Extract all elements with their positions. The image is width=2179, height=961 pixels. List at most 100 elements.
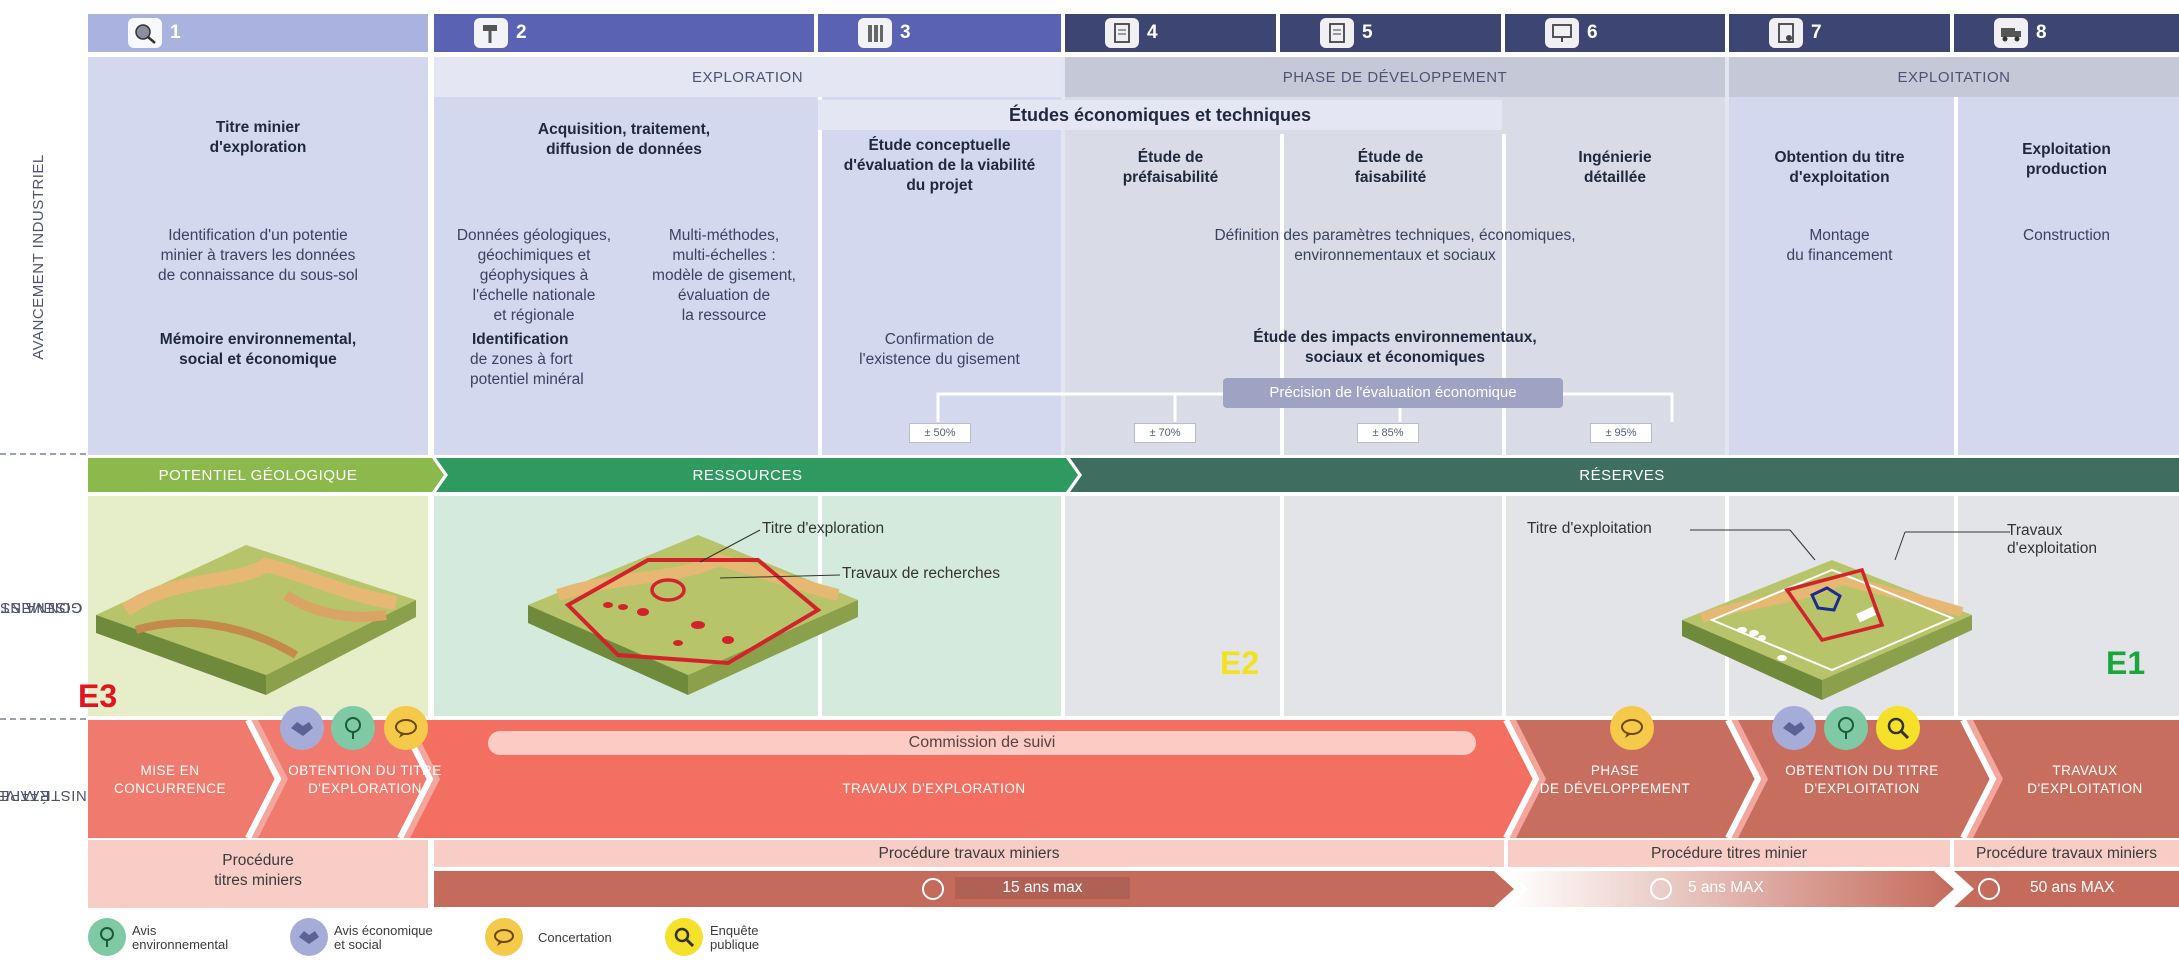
impacts-text: Étude des impacts environnementaux,socia… <box>1253 329 1537 366</box>
tree-icon <box>1824 706 1868 750</box>
band-potentiel: POTENTIEL GÉOLOGIQUE <box>158 466 358 484</box>
procedure-travaux-miniers-2: Procédure travaux miniers <box>1954 840 2179 867</box>
divider <box>1280 496 1284 716</box>
magnifier-rock-icon <box>128 18 162 48</box>
marker-e2: E2 <box>1220 645 1260 681</box>
stopwatch-icon <box>922 878 944 900</box>
hammer-icon <box>474 18 508 48</box>
map-label-travaux-recherches: Travaux de recherches <box>842 565 1000 582</box>
precision-label: Précision de l'évaluation économique <box>1223 378 1563 408</box>
divider <box>0 718 86 720</box>
leader-lines <box>1690 529 2010 561</box>
procedure-travaux-miniers: Procédure travaux miniers <box>434 840 1504 867</box>
step-2: 2 <box>434 14 814 52</box>
duration-exploitation: 50 ans MAX <box>2030 879 2115 896</box>
speech-bubble-icon <box>384 706 428 750</box>
percent-badge: ± 50% <box>909 423 971 443</box>
marker-e3: E3 <box>78 678 118 714</box>
magnifier-icon <box>665 918 703 956</box>
stopwatch-icon <box>1650 878 1672 900</box>
divider <box>1954 97 1958 455</box>
stopwatch-icon <box>1978 878 2000 900</box>
step-6: 6 <box>1505 14 1725 52</box>
truck-icon <box>1994 18 2028 48</box>
side-label-etapes: ÉTAPESADMINISTRATIVES <box>0 787 126 804</box>
percent-badge: ± 70% <box>1134 423 1196 443</box>
tree-icon <box>331 706 375 750</box>
legend-concertation: Concertation <box>538 930 612 945</box>
duration-arrows <box>434 871 2179 907</box>
band-ressources: RESSOURCES <box>692 466 803 484</box>
step-7: 7 <box>1729 14 1950 52</box>
divider <box>1502 134 1506 455</box>
col8-desc: Construction <box>2022 227 2110 244</box>
terrain-block <box>1682 560 1972 700</box>
core-sample-icon <box>858 18 892 48</box>
divider <box>0 453 86 455</box>
knowledge-bands <box>88 458 2179 492</box>
terrain-block <box>528 535 858 695</box>
handshake-icon <box>290 918 328 956</box>
duration-developpement: 5 ans MAX <box>1688 879 1764 896</box>
contract-icon <box>1769 18 1803 48</box>
map-label-titre-exploitation: Titre d'exploitation <box>1527 520 1652 537</box>
step-8: 8 <box>1954 14 2179 52</box>
phase-exploitation: EXPLOITATION <box>1729 57 2179 97</box>
document-icon <box>1320 18 1354 48</box>
percent-badge: ± 95% <box>1590 423 1652 443</box>
procedure-titres-bg <box>88 840 428 908</box>
handshake-icon <box>280 706 324 750</box>
magnifier-icon <box>1876 706 1920 750</box>
duration-exploration: 15 ans max <box>955 877 1130 899</box>
col1-memoire: Mémoire environnemental,social et économ… <box>159 331 357 368</box>
phase-developpement: PHASE DE DÉVELOPPEMENT <box>1065 57 1725 97</box>
col2-title: Acquisition, traitement,diffusion de don… <box>537 121 711 158</box>
speech-bubble-icon <box>485 918 523 956</box>
divider <box>1502 496 1506 716</box>
tree-icon <box>88 918 126 956</box>
side-label-industriel: AVANCEMENT INDUSTRIEL <box>30 154 47 360</box>
speech-bubble-icon <box>1610 706 1654 750</box>
band-reserves: RÉSERVES <box>1579 466 1665 484</box>
step-4: 4 <box>1065 14 1276 52</box>
divider <box>818 97 822 455</box>
document-icon <box>1105 18 1139 48</box>
map-label-titre-exploration: Titre d'exploration <box>762 520 885 537</box>
procedure-titres-minier: Procédure titres minier <box>1508 840 1950 867</box>
etudes-header: Études économiques et techniques <box>818 100 1502 130</box>
handshake-icon <box>1772 706 1816 750</box>
step-1: 1 <box>88 14 428 52</box>
monitor-icon <box>1545 18 1579 48</box>
percent-badge: ± 85% <box>1357 423 1419 443</box>
step-5: 5 <box>1280 14 1501 52</box>
marker-e1: E1 <box>2106 645 2146 681</box>
col2-right-text: Multi-méthodes,multi-échelles :modèle de… <box>652 227 796 324</box>
definition-text: Définition des paramètres techniques, éc… <box>1214 227 1576 264</box>
terrain-block <box>96 545 416 695</box>
gisement-reserves-bg <box>1065 496 2179 716</box>
leader-lines <box>699 529 841 579</box>
admin-travaux-exploration: TRAVAUX D'EXPLORATION <box>842 781 1026 796</box>
commission-de-suivi: Commission de suivi <box>488 731 1476 755</box>
